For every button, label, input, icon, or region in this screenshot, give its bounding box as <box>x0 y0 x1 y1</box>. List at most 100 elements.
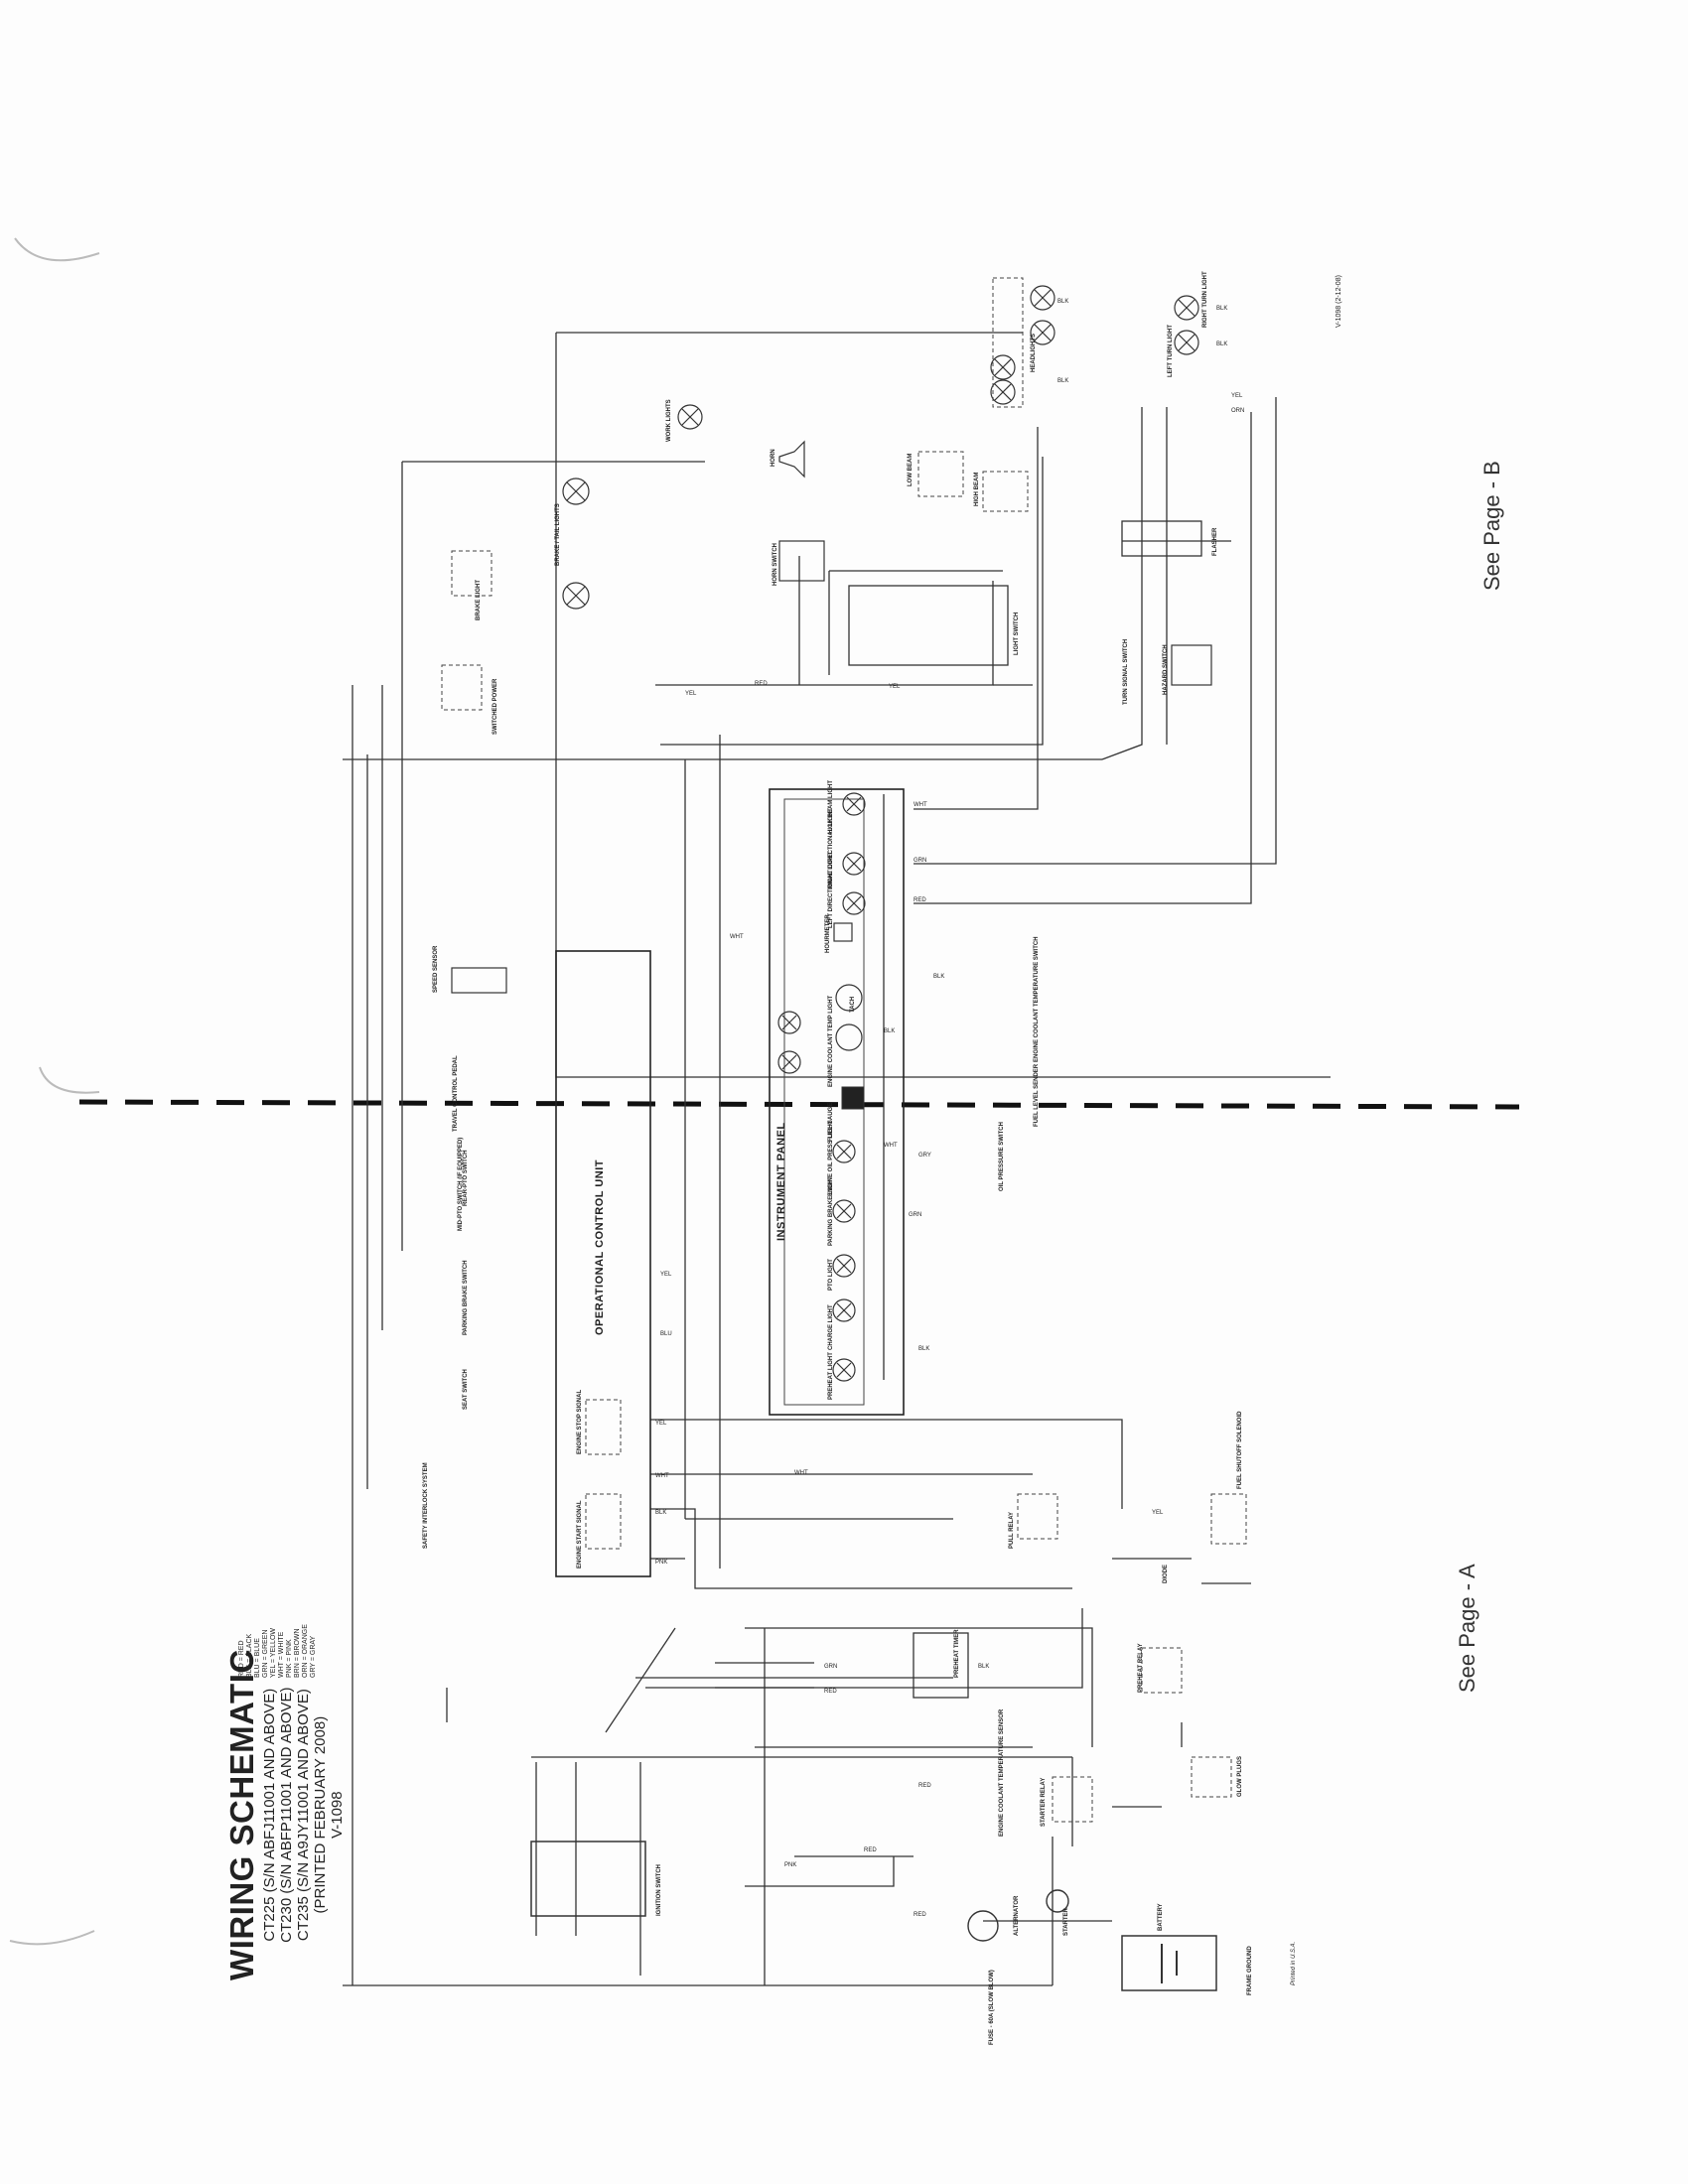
wire-label: RED <box>914 897 926 903</box>
label-fuel-level-sender: FUEL LEVEL SENDER <box>1034 1063 1040 1127</box>
wire-label: GRN <box>914 858 926 864</box>
label-brake-tail-lights: BRAKE / TAIL LIGHTS <box>555 503 561 566</box>
label-low-beam: LOW BEAM <box>908 454 914 486</box>
label-high-beam-light: HIGH BEAM LIGHT <box>828 780 834 834</box>
label-hazard-switch: HAZARD SWITCH <box>1163 644 1169 695</box>
label-right-turn-light: RIGHT TURN LIGHT <box>1202 271 1208 328</box>
label-safety-interlock: SAFETY INTERLOCK SYSTEM <box>423 1462 429 1549</box>
wire-label: YEL <box>1152 1510 1164 1516</box>
glow-plugs-group <box>1191 1756 1232 1798</box>
label-fuel-gauge: FUEL GAUGE <box>828 1103 834 1142</box>
wire-label: RED <box>824 1689 837 1695</box>
legend-entry: BLK = BLACK <box>246 1633 253 1678</box>
label-pto-light: PTO LIGHT <box>828 1259 834 1291</box>
engine-stop-relay <box>585 1399 622 1455</box>
wire-label: BLK <box>933 974 944 980</box>
label-oil-pressure-switch: OIL PRESSURE SWITCH <box>999 1122 1005 1191</box>
legend-entry: PNK = PINK <box>286 1639 293 1678</box>
label-speed-sensor: SPEED SENSOR <box>433 945 439 993</box>
label-pull-relay: PULL RELAY <box>1009 1512 1015 1549</box>
pull-relay <box>1017 1493 1058 1540</box>
wire-label: YEL <box>655 1421 667 1427</box>
wire-label: GRN <box>824 1664 837 1670</box>
document-id: V-1098 (2-12-08) <box>1336 275 1342 328</box>
fuel-shutoff-solenoid <box>1210 1493 1247 1545</box>
wire-label: BLK <box>1216 341 1227 347</box>
label-fuse-60a: FUSE - 60A (SLOW BLOW) <box>989 1970 995 2045</box>
wire-label: YEL <box>1231 393 1243 399</box>
wire-label: ORN <box>1231 408 1244 414</box>
light-switch-block <box>848 585 1009 666</box>
legend-entry: BLU = BLUE <box>254 1638 261 1678</box>
wire-label: RED <box>914 1912 926 1918</box>
fuel-gauge-symbol <box>841 1086 865 1110</box>
label-right-directional: RIGHT DIRECTIONAL LIGHT <box>828 808 834 888</box>
title-line: CT230 (S/N ABFP11001 AND ABOVE) <box>278 1687 295 1943</box>
title-line: V-1098 <box>329 1791 346 1839</box>
color-legend: RED = RED BLK = BLACK BLU = BLUE GRN = G… <box>238 1624 318 1678</box>
wire-label: BLK <box>1057 378 1068 384</box>
temp-gauge-symbol <box>835 1024 863 1051</box>
label-fuel-shutoff: FUEL SHUTOFF SOLENOID <box>1237 1411 1243 1489</box>
hole-punch-bottom <box>9 1930 95 1946</box>
legend-entry: ORN = ORANGE <box>302 1624 309 1678</box>
label-work-lights: WORK LIGHTS <box>666 399 672 442</box>
label-turn-signal-switch: TURN SIGNAL SWITCH <box>1123 639 1129 705</box>
low-beam-relay <box>917 451 964 497</box>
label-instrument-panel: INSTRUMENT PANEL <box>775 1122 787 1241</box>
wire-label: YEL <box>685 691 697 697</box>
wire-label: WHT <box>794 1470 808 1476</box>
wire-label: BLK <box>655 1510 666 1516</box>
title-main: WIRING SCHEMATIC <box>223 1649 260 1980</box>
legend-entry: BRN = BROWN <box>294 1628 301 1678</box>
label-diode: DIODE <box>1163 1565 1169 1583</box>
label-horn-switch: HORN SWITCH <box>773 543 778 586</box>
horn-switch-block <box>778 540 825 582</box>
wire-label: YEL <box>660 1272 672 1278</box>
label-tach: TACH <box>850 997 856 1013</box>
label-travel-control-pedal: TRAVEL CONTROL PEDAL <box>453 1055 459 1132</box>
legend-entry: RED = RED <box>238 1640 245 1678</box>
lamp-symbols <box>562 285 1199 1382</box>
label-brake-light: BRAKE LIGHT <box>476 580 482 620</box>
wire-label: PNK <box>655 1560 667 1566</box>
label-oil-press-light: ENGINE OIL PRESS LIGHT <box>828 1120 834 1196</box>
label-switched-power: SWITCHED POWER <box>492 678 498 735</box>
legend-entry: YEL = YELLOW <box>270 1628 277 1678</box>
label-battery: BATTERY <box>1158 1903 1164 1931</box>
alternator-symbol <box>967 1910 999 1942</box>
wire-label: YEL <box>889 684 901 690</box>
label-starter: STARTER <box>1063 1907 1069 1936</box>
wire-label: WHT <box>655 1473 669 1479</box>
label-rear-pto-switch: REAR-PTO SWITCH <box>463 1150 469 1206</box>
preheat-relay <box>1141 1647 1183 1694</box>
starter-relay <box>1052 1776 1093 1823</box>
see-page-b: See Page - B <box>1479 461 1504 591</box>
legend-entry: GRN = GREEN <box>262 1629 269 1678</box>
label-preheat-relay: PREHEAT RELAY <box>1138 1643 1144 1693</box>
wire-label: BLK <box>884 1028 895 1034</box>
label-engine-start-signal: ENGINE START SIGNAL <box>577 1500 583 1569</box>
wire-label: BLU <box>660 1331 672 1337</box>
label-horn: HORN <box>771 449 776 467</box>
title-line: CT225 (S/N ABFJ11001 AND ABOVE) <box>261 1688 278 1942</box>
wire-label: WHT <box>884 1143 898 1149</box>
speed-sensor-symbol <box>451 967 507 994</box>
hole-punch-middle <box>39 1066 100 1094</box>
label-operational-control-unit: OPERATIONAL CONTROL UNIT <box>594 1160 606 1335</box>
label-parking-brake-light: PARKING BRAKE LIGHT <box>828 1176 834 1246</box>
brake-light-relay <box>451 550 492 597</box>
label-high-beam: HIGH BEAM <box>974 473 980 506</box>
label-ignition-switch: IGNITION SWITCH <box>656 1864 662 1916</box>
wire-label: WHT <box>914 802 927 808</box>
label-light-switch: LIGHT SWITCH <box>1014 613 1020 655</box>
hazard-switch-block <box>1171 644 1212 686</box>
engine-start-relay <box>585 1493 622 1550</box>
high-beam-relay <box>982 471 1029 512</box>
hole-punch-top <box>14 237 100 262</box>
battery-block <box>1121 1935 1217 1991</box>
label-parking-brake-switch: PARKING BRAKE SWITCH <box>463 1260 469 1335</box>
starter-symbol <box>1046 1889 1069 1913</box>
headlights-group <box>992 277 1024 408</box>
